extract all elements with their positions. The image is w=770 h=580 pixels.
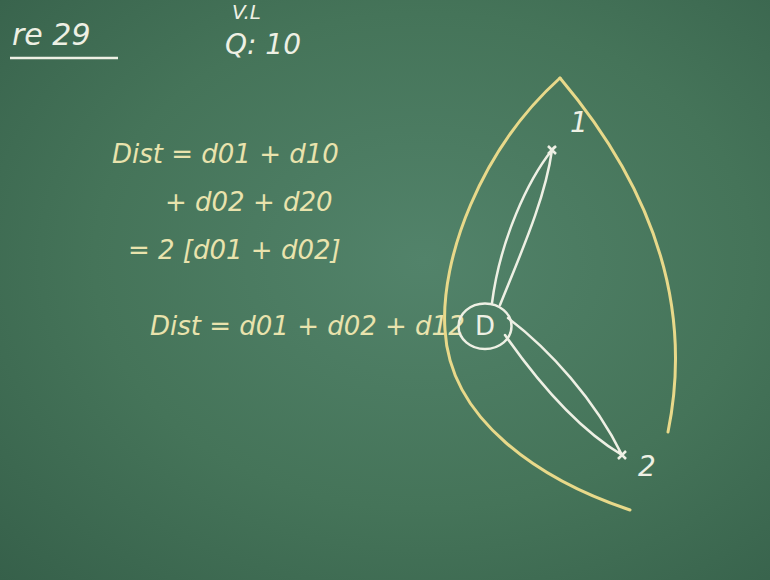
equation-line: Dist = d01 + d10 <box>112 140 339 169</box>
equation-line: + d02 + d20 <box>165 188 333 217</box>
header-note: V.L <box>232 1 261 23</box>
region-boundary-right <box>560 78 676 432</box>
equation-line: Dist = d01 + d02 + d12 <box>150 312 465 341</box>
lecture-number: re 29 <box>12 18 91 51</box>
depot-ellipse <box>459 303 512 349</box>
depot-circle: D <box>457 302 513 351</box>
title-underline <box>10 57 118 60</box>
question-number: Q: 10 <box>225 30 301 61</box>
point-number: 2 <box>638 452 656 483</box>
customer-mark-1 <box>548 146 556 154</box>
point-number: 1 <box>570 108 588 139</box>
equation-line: = 2 [d01 + d02] <box>128 236 341 265</box>
depot-label: D <box>475 312 495 341</box>
route-loop-2 <box>505 318 622 455</box>
customer-mark-2 <box>618 451 626 459</box>
region-boundary-left <box>445 78 630 510</box>
route-loop-1 <box>492 150 552 305</box>
